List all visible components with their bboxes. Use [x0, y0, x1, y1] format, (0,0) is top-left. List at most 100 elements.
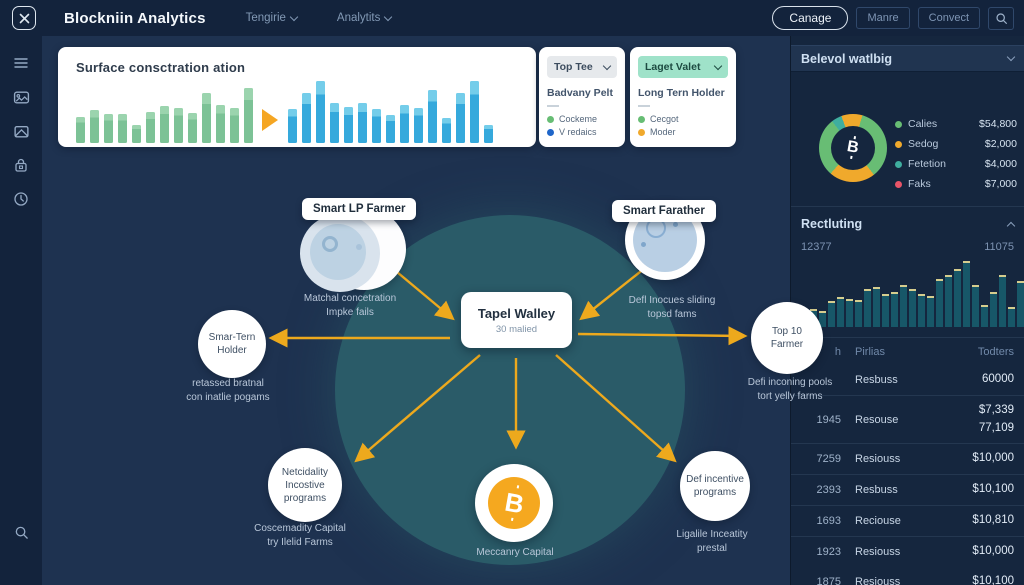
app-title: Blockniin Analytics: [64, 9, 206, 27]
canage-button[interactable]: Canage: [772, 6, 849, 30]
rect-bar: [918, 294, 925, 327]
blue-bar: [484, 125, 493, 143]
table-cell-value: 60000: [982, 373, 1014, 385]
bitcoin-node[interactable]: B: [475, 464, 553, 542]
app-logo-icon[interactable]: [12, 6, 36, 30]
tapel-walley-subtitle: 30 malied: [495, 323, 538, 335]
legend-dot: [895, 180, 902, 188]
legend-item: Cockeme: [547, 114, 617, 124]
def-incentive-programs-node[interactable]: Def incentive programs: [680, 451, 750, 521]
legend-label: Moder: [650, 127, 676, 137]
wallet-legend-label: Calies: [908, 118, 938, 130]
gallery-icon[interactable]: [0, 80, 42, 114]
green-bar: [104, 114, 113, 143]
top-10-farmer-node[interactable]: Top 10 Farmer: [751, 302, 823, 374]
divider: [791, 206, 1024, 207]
blue-bar: [330, 103, 339, 143]
legend-dot: [638, 115, 645, 123]
menu-icon[interactable]: [0, 46, 42, 80]
rect-bar: [981, 305, 988, 327]
smar-tern-holder-node[interactable]: Smar-Tern Holder: [198, 310, 266, 378]
clock-icon[interactable]: [0, 182, 42, 216]
image-icon[interactable]: [0, 114, 42, 148]
tapel-walley-node[interactable]: Tapel Walley 30 malied: [461, 292, 572, 348]
legend-dot: [895, 160, 902, 168]
wallet-section-title: Belevol watlbig: [801, 51, 892, 66]
table-cell-id: 7259: [816, 453, 841, 466]
top-tee-dropdown-label: Top Tee: [554, 61, 593, 73]
chevron-down-icon: [602, 61, 612, 70]
table-cell-id: 1693: [816, 514, 841, 527]
green-bar: [174, 108, 183, 143]
nav-analytits[interactable]: Analytits: [336, 12, 393, 24]
search-icon: [995, 12, 1007, 24]
left-sidebar: [0, 36, 42, 585]
top-tee-dropdown[interactable]: Top Tee: [547, 56, 617, 78]
legend-label: V redaics: [559, 127, 597, 137]
table-cell-value: $10,100: [972, 483, 1014, 496]
blue-bar-group: [288, 81, 493, 143]
legend-dot: [638, 128, 645, 136]
rectluting-section-header[interactable]: Rectluting: [791, 213, 1024, 235]
chevron-down-icon: [289, 12, 299, 21]
wallet-legend-label: Fetetion: [908, 158, 946, 170]
convect-input[interactable]: Convect: [917, 7, 980, 29]
table-cell-name: Resiouss: [855, 545, 901, 558]
green-bar: [202, 93, 211, 143]
green-bar: [76, 117, 85, 143]
search-button[interactable]: [988, 6, 1014, 30]
table-cell-value: $10,810: [972, 514, 1014, 527]
wallet-legend-label: Faks: [908, 178, 931, 190]
green-bar: [90, 110, 99, 143]
nav-tengirie[interactable]: Tengirie: [246, 12, 299, 24]
table-cell-id: 1945: [816, 413, 841, 426]
top-10-farmer-caption: Defi inconing pools tort yelly farms: [747, 377, 833, 402]
rect-bar: [855, 300, 862, 327]
smar-tern-holder-caption: retassed bratnal con inatlie pogams: [186, 378, 270, 403]
bitcoin-icon: B: [831, 126, 875, 170]
legend-dot: [547, 115, 554, 123]
rect-bar: [864, 289, 871, 327]
search-icon[interactable]: [0, 515, 42, 549]
legend-item: Cecgot: [638, 114, 728, 124]
legend-item: V redaics: [547, 127, 617, 137]
lock-icon[interactable]: [0, 148, 42, 182]
table-cell-id: 1923: [816, 545, 841, 558]
manre-button[interactable]: Manre: [856, 7, 910, 29]
blue-bar: [288, 109, 297, 143]
rect-bar: [1017, 281, 1024, 327]
wallet-legend-value: $54,800: [979, 118, 1017, 130]
green-bar: [132, 125, 141, 143]
green-bar: [188, 113, 197, 143]
wallet-legend-value: $2,000: [984, 138, 1017, 150]
rect-bar: [945, 275, 952, 327]
top-bar: Blockniin Analytics Tengirie Analytits C…: [0, 0, 1024, 36]
netcidality-programs-node[interactable]: Netcidality Incostive programs: [268, 448, 342, 522]
table-cell-name: Resbuss: [855, 484, 898, 497]
nav-analytits-label: Analytits: [336, 12, 381, 24]
blue-bar: [386, 115, 395, 143]
filter-legend: Cockeme V redaics: [547, 114, 617, 137]
blue-bar: [302, 93, 311, 143]
blue-bar: [316, 81, 325, 143]
smart-lp-farmer-icon[interactable]: [300, 208, 406, 296]
legend-label: Cockeme: [559, 114, 598, 124]
legend-dot: [895, 120, 902, 128]
rect-bar: [828, 301, 835, 327]
wallet-section-header[interactable]: Belevol watlbig: [791, 45, 1024, 72]
table-header-pirlias: Pirlias: [855, 346, 885, 358]
legend-label: Cecgot: [650, 114, 679, 124]
laget-valet-dropdown[interactable]: Laget Valet: [638, 56, 728, 78]
wallet-legend-label: Sedog: [908, 138, 939, 150]
smart-farather-label[interactable]: Smart Farather: [612, 200, 716, 222]
smart-lp-farmer-label[interactable]: Smart LP Farmer: [302, 198, 417, 220]
